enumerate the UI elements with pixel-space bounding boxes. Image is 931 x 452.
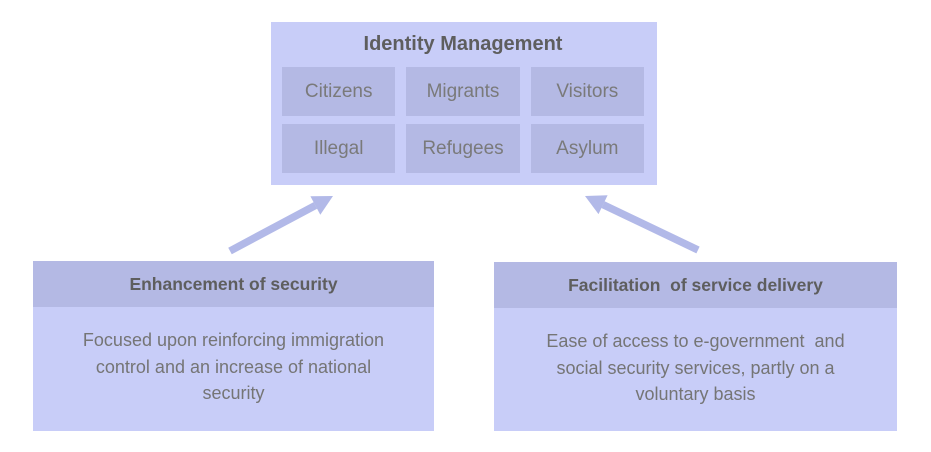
up-arrow-left [228,196,333,255]
identity-category-grid: Citizens Migrants Visitors Illegal Refug… [282,67,644,173]
identity-item-citizens: Citizens [282,67,396,116]
up-arrow-right-shaft [601,201,700,254]
security-box-header: Enhancement of security [33,261,434,307]
up-arrow-left-head-icon [310,196,333,215]
service-delivery-box-body: Ease of access to e-government and socia… [494,308,897,431]
service-delivery-box-header: Facilitation of service delivery [494,262,897,308]
service-delivery-box: Facilitation of service delivery Ease of… [494,262,897,431]
up-arrow-left-shaft [228,202,318,255]
identity-item-visitors: Visitors [530,67,644,116]
identity-item-illegal: Illegal [282,124,396,173]
identity-item-asylum: Asylum [530,124,644,173]
security-box: Enhancement of security Focused upon rei… [33,261,434,431]
identity-item-migrants: Migrants [406,67,520,116]
up-arrow-right-head-icon [585,195,608,215]
security-box-body: Focused upon reinforcing immigration con… [33,307,434,431]
identity-management-box: Identity Management Citizens Migrants Vi… [271,22,657,185]
identity-management-title: Identity Management [363,33,563,55]
identity-item-refugees: Refugees [406,124,520,173]
up-arrow-right [585,195,700,254]
